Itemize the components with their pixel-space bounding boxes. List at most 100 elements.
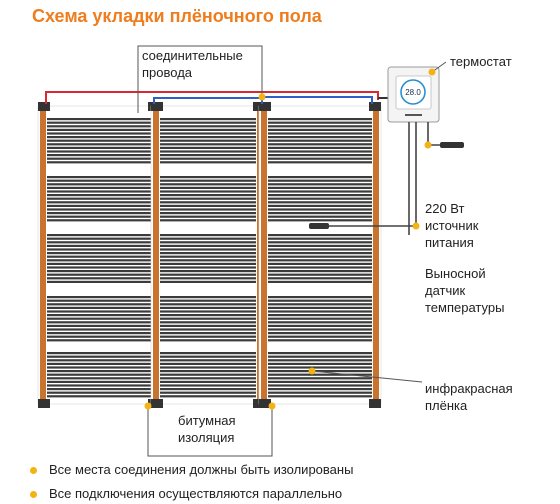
heating-stripe bbox=[268, 183, 372, 186]
heating-stripe bbox=[268, 241, 372, 244]
heating-stripe bbox=[160, 219, 256, 222]
heating-stripe bbox=[268, 157, 372, 160]
heating-stripe bbox=[160, 215, 256, 218]
page-title: Схема укладки плёночного пола bbox=[32, 6, 322, 26]
heating-stripe bbox=[160, 121, 256, 124]
heating-stripe bbox=[47, 219, 151, 222]
heating-stripe bbox=[268, 234, 372, 237]
heating-stripe bbox=[268, 273, 372, 276]
heating-stripe bbox=[268, 324, 372, 327]
heating-stripe bbox=[160, 388, 256, 391]
heating-stripe bbox=[268, 125, 372, 128]
heating-stripe bbox=[160, 146, 256, 149]
temperature-sensor-icon bbox=[309, 223, 329, 229]
power-label-line2: источник bbox=[425, 218, 479, 233]
heating-stripe bbox=[160, 201, 256, 204]
copper-strip bbox=[373, 108, 379, 402]
heating-stripe bbox=[160, 296, 256, 299]
marker-dot-thermostat bbox=[428, 68, 436, 76]
heating-stripe bbox=[47, 280, 151, 283]
heating-stripe bbox=[160, 136, 256, 139]
marker-dot-insulation-left bbox=[144, 402, 152, 410]
heating-stripe bbox=[268, 373, 372, 376]
heating-stripe bbox=[47, 384, 151, 387]
heating-stripe bbox=[268, 395, 372, 398]
heating-stripe bbox=[160, 339, 256, 342]
heating-stripe bbox=[160, 161, 256, 164]
heating-stripe bbox=[268, 352, 372, 355]
heating-stripe bbox=[47, 362, 151, 365]
heating-stripe bbox=[160, 125, 256, 128]
thermostat-label: термостат bbox=[450, 54, 512, 69]
heating-stripe bbox=[268, 391, 372, 394]
heating-stripe bbox=[268, 355, 372, 358]
heating-stripe bbox=[160, 139, 256, 142]
heating-stripe bbox=[47, 277, 151, 280]
heating-stripe bbox=[47, 317, 151, 320]
marker-dot-film bbox=[308, 367, 316, 375]
heating-stripe bbox=[268, 255, 372, 258]
heating-stripe bbox=[160, 352, 256, 355]
heating-stripe bbox=[268, 296, 372, 299]
heating-stripe bbox=[47, 157, 151, 160]
heating-stripe bbox=[160, 299, 256, 302]
heating-stripe bbox=[268, 132, 372, 135]
heating-stripe bbox=[160, 248, 256, 251]
heating-stripe bbox=[268, 380, 372, 383]
heating-stripe bbox=[268, 194, 372, 197]
sensor-label: Выносной датчик температуры bbox=[425, 265, 504, 316]
heating-stripe bbox=[160, 328, 256, 331]
heating-stripe bbox=[47, 241, 151, 244]
heating-stripe bbox=[47, 306, 151, 309]
wires-leader bbox=[137, 45, 263, 113]
heating-stripe bbox=[268, 128, 372, 131]
heating-stripe bbox=[268, 244, 372, 247]
heating-stripe bbox=[160, 237, 256, 240]
heating-stripe bbox=[47, 370, 151, 373]
clamp-connector bbox=[369, 102, 381, 111]
thermostat-brand-bar bbox=[405, 114, 422, 116]
heating-stripe bbox=[268, 384, 372, 387]
heating-stripe bbox=[160, 212, 256, 215]
wires-label: соединительные провода bbox=[142, 47, 243, 81]
heating-stripe bbox=[160, 194, 256, 197]
heating-stripe bbox=[47, 215, 151, 218]
heating-stripe bbox=[160, 132, 256, 135]
clamp-connector bbox=[369, 399, 381, 408]
insulation-label-line2: изоляция bbox=[178, 430, 235, 445]
marker-dot-power bbox=[424, 141, 432, 149]
heating-stripe bbox=[47, 377, 151, 380]
heating-stripe bbox=[268, 190, 372, 193]
heating-stripe bbox=[268, 359, 372, 362]
heating-stripe bbox=[160, 176, 256, 179]
heating-stripe bbox=[268, 136, 372, 139]
marker-dots bbox=[144, 68, 436, 410]
heating-stripe bbox=[47, 248, 151, 251]
heating-stripe bbox=[47, 273, 151, 276]
insulation-leader bbox=[147, 406, 273, 457]
heating-stripe bbox=[160, 157, 256, 160]
heating-stripe bbox=[47, 234, 151, 237]
heating-stripe bbox=[160, 234, 256, 237]
heating-stripe bbox=[268, 310, 372, 313]
heating-stripe bbox=[160, 262, 256, 265]
heating-stripe bbox=[160, 154, 256, 157]
heating-stripe bbox=[47, 139, 151, 142]
heating-stripe bbox=[47, 332, 151, 335]
heating-stripe bbox=[268, 154, 372, 157]
heating-stripe bbox=[47, 270, 151, 273]
leader-lines bbox=[137, 45, 447, 457]
heating-stripe bbox=[160, 150, 256, 153]
heating-stripe bbox=[160, 395, 256, 398]
heating-stripe bbox=[47, 310, 151, 313]
heating-stripe bbox=[268, 121, 372, 124]
heating-stripe bbox=[47, 324, 151, 327]
heating-stripe bbox=[268, 377, 372, 380]
heating-stripe bbox=[268, 370, 372, 373]
heating-stripe bbox=[268, 362, 372, 365]
copper-strip bbox=[153, 108, 159, 402]
clamp-connector bbox=[38, 399, 50, 408]
thermostat-temperature: 28.0 bbox=[405, 88, 421, 97]
heating-stripe bbox=[268, 118, 372, 121]
